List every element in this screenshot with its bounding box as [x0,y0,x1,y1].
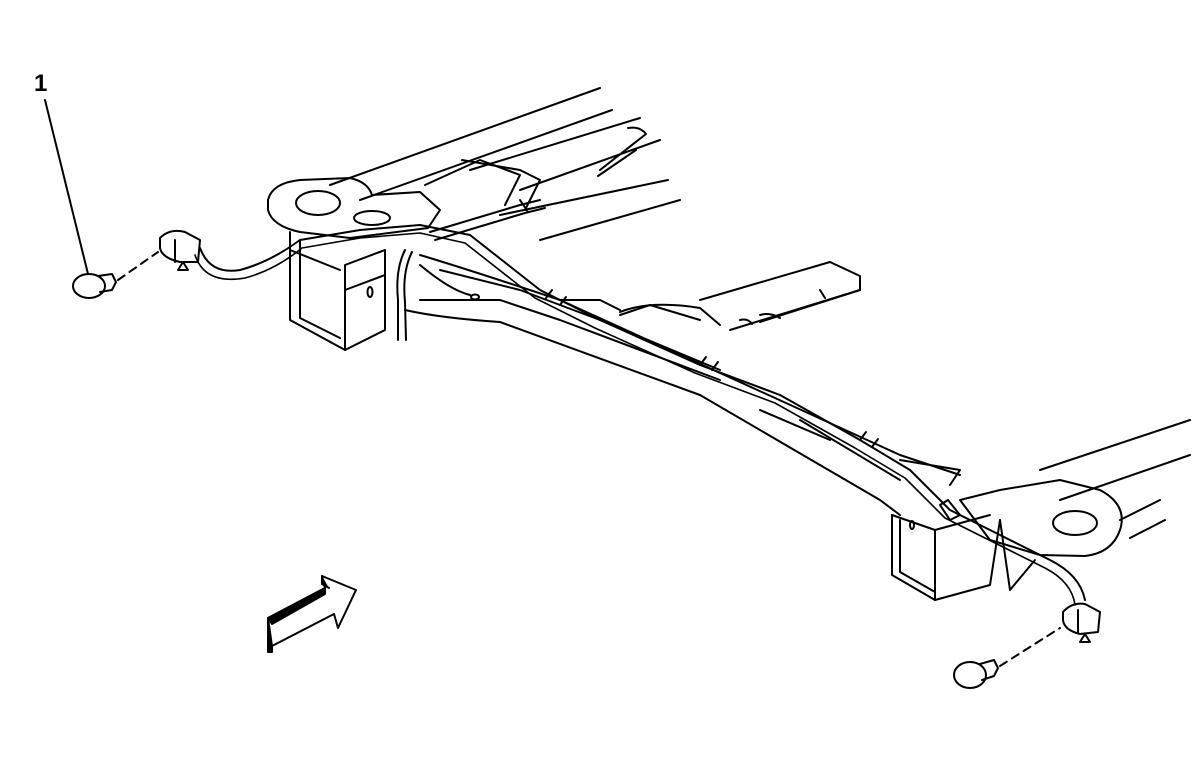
wiring-harness [195,200,1085,605]
cross-member [405,255,960,515]
left-frame-rail-end [268,178,440,350]
right-pushpin-fastener-icon [954,628,1060,688]
left-pushpin-fastener-icon [73,252,158,298]
left-connector [160,231,200,270]
callout-1-leader [45,100,88,274]
upper-frame-rail [330,88,680,240]
callout-1-label: 1 [34,70,48,97]
right-connector [1063,604,1100,642]
forward-direction-arrow-icon [268,576,356,652]
